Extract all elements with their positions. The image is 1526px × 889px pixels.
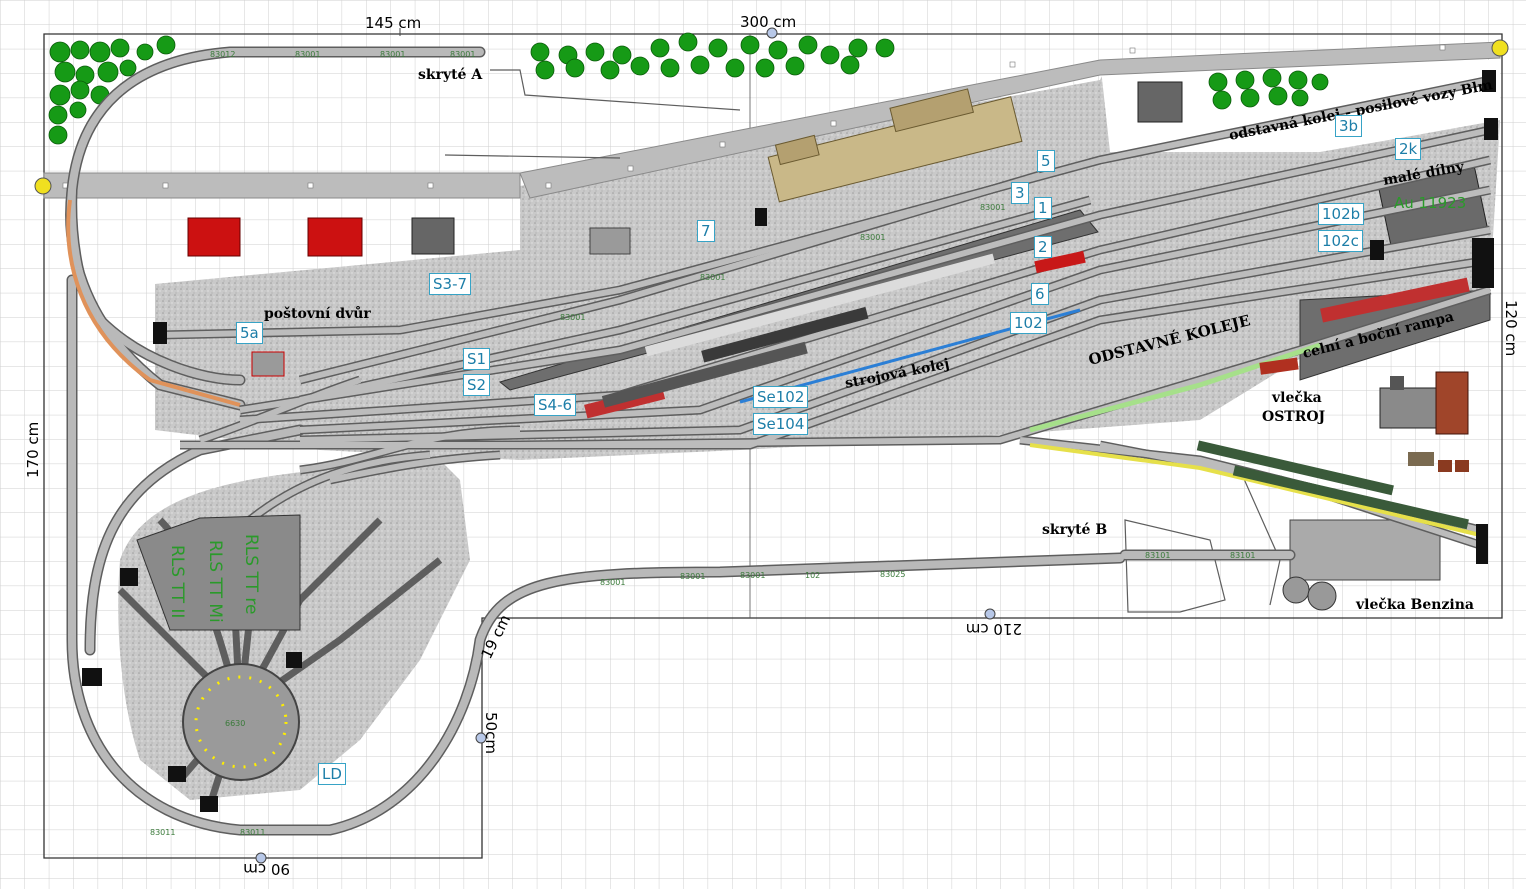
track-label-102b[interactable]: 102b [1318, 203, 1365, 225]
svg-text:83011: 83011 [150, 828, 175, 837]
track-label-1[interactable]: 1 [1034, 197, 1052, 219]
track-part-numbers: 83012 83001 83001 83001 83001 83001 83001 102 8… [150, 50, 1255, 837]
label-mail-yard: poštovní dvůr [264, 305, 371, 322]
track-label-3[interactable]: 3 [1011, 182, 1029, 204]
signal-label-se104[interactable]: Se104 [753, 413, 809, 435]
dim-top-mid: 300 cm [740, 13, 796, 31]
svg-text:83001: 83001 [295, 50, 320, 59]
board-outline [43, 33, 1503, 859]
hidden-area-lines [444, 69, 1281, 613]
dim-bottom-mid: 210 cm [966, 620, 1022, 638]
label-hidden-a: skryté A [418, 67, 483, 83]
track-label-2[interactable]: 2 [1034, 236, 1052, 258]
shed [589, 227, 631, 255]
label-hidden-b: skryté B [1042, 522, 1107, 538]
trains [584, 250, 1470, 530]
track-label-3b[interactable]: 3b [1335, 115, 1363, 137]
svg-text:83001: 83001 [740, 571, 765, 580]
track-label-2k[interactable]: 2k [1395, 138, 1422, 160]
svg-text:83011: 83011 [240, 828, 265, 837]
label-siding-ostroj-2: OSTROJ [1262, 409, 1326, 425]
svg-text:6630: 6630 [225, 719, 245, 728]
stall-label-1: RLS TT II [167, 545, 187, 618]
signal-label-se102[interactable]: Se102 [753, 386, 809, 408]
buffers [82, 70, 1498, 812]
road-upper [519, 41, 1501, 199]
svg-text:102: 102 [805, 571, 820, 580]
trees-mid [530, 32, 895, 80]
dim-top-left: 145 cm [365, 14, 421, 32]
track-label-6[interactable]: 6 [1031, 283, 1049, 305]
dim-right: 120 cm [1502, 300, 1520, 356]
svg-text:83001: 83001 [700, 273, 725, 282]
dim-bottom: 90 cm [243, 860, 290, 878]
turntable [182, 663, 300, 781]
svg-text:83001: 83001 [450, 50, 475, 59]
trees-right [1208, 68, 1329, 110]
track-label-102[interactable]: 102 [1010, 312, 1047, 334]
track-label-5a[interactable]: 5a [236, 322, 263, 344]
svg-text:83101: 83101 [1145, 551, 1170, 560]
track-label-5[interactable]: 5 [1037, 150, 1055, 172]
road-lower [43, 172, 521, 199]
svg-text:83001: 83001 [380, 50, 405, 59]
track-label-7[interactable]: 7 [697, 220, 715, 242]
signal-label-s4-6[interactable]: S4-6 [534, 394, 577, 416]
track-label-102c[interactable]: 102c [1318, 230, 1363, 252]
label-siding-benzina: vlečka Benzina [1355, 597, 1474, 613]
track-label-ld[interactable]: LD [318, 763, 346, 785]
svg-text:83101: 83101 [1230, 551, 1255, 560]
signal-label-s2[interactable]: S2 [463, 374, 491, 396]
track-highlight-orange [66, 199, 241, 407]
turntable-ring [194, 675, 288, 769]
benzina-area [1282, 519, 1441, 611]
svg-text:83001: 83001 [860, 233, 885, 242]
track-green [1029, 342, 1321, 433]
svg-text:83001: 83001 [680, 572, 705, 581]
svg-text:83001: 83001 [560, 313, 585, 322]
svg-text:83001: 83001 [600, 578, 625, 587]
stall-label-2: RLS TT Mi [205, 540, 225, 623]
label-siding-ostroj-1: vlečka [1271, 390, 1322, 406]
svg-text:83001: 83001 [980, 203, 1005, 212]
station-building [767, 88, 1023, 203]
trees-left [48, 35, 176, 145]
signal-label-s1[interactable]: S1 [463, 348, 491, 370]
svg-text:83025: 83025 [880, 570, 905, 579]
roundhouse [136, 514, 301, 631]
dim-left: 170 cm [24, 422, 42, 478]
svg-text:83012: 83012 [210, 50, 235, 59]
signal-label-s3-7[interactable]: S3-7 [429, 273, 472, 295]
dimension-markers [34, 27, 1509, 864]
track-yellow [1029, 443, 1481, 537]
dim-inner-right: 50cm [482, 712, 500, 754]
stall-label-3: RLS TT re [241, 534, 261, 614]
ostroj-factory [1379, 371, 1469, 472]
au-label: Au 11923 [1394, 194, 1466, 212]
houses [187, 81, 1488, 377]
